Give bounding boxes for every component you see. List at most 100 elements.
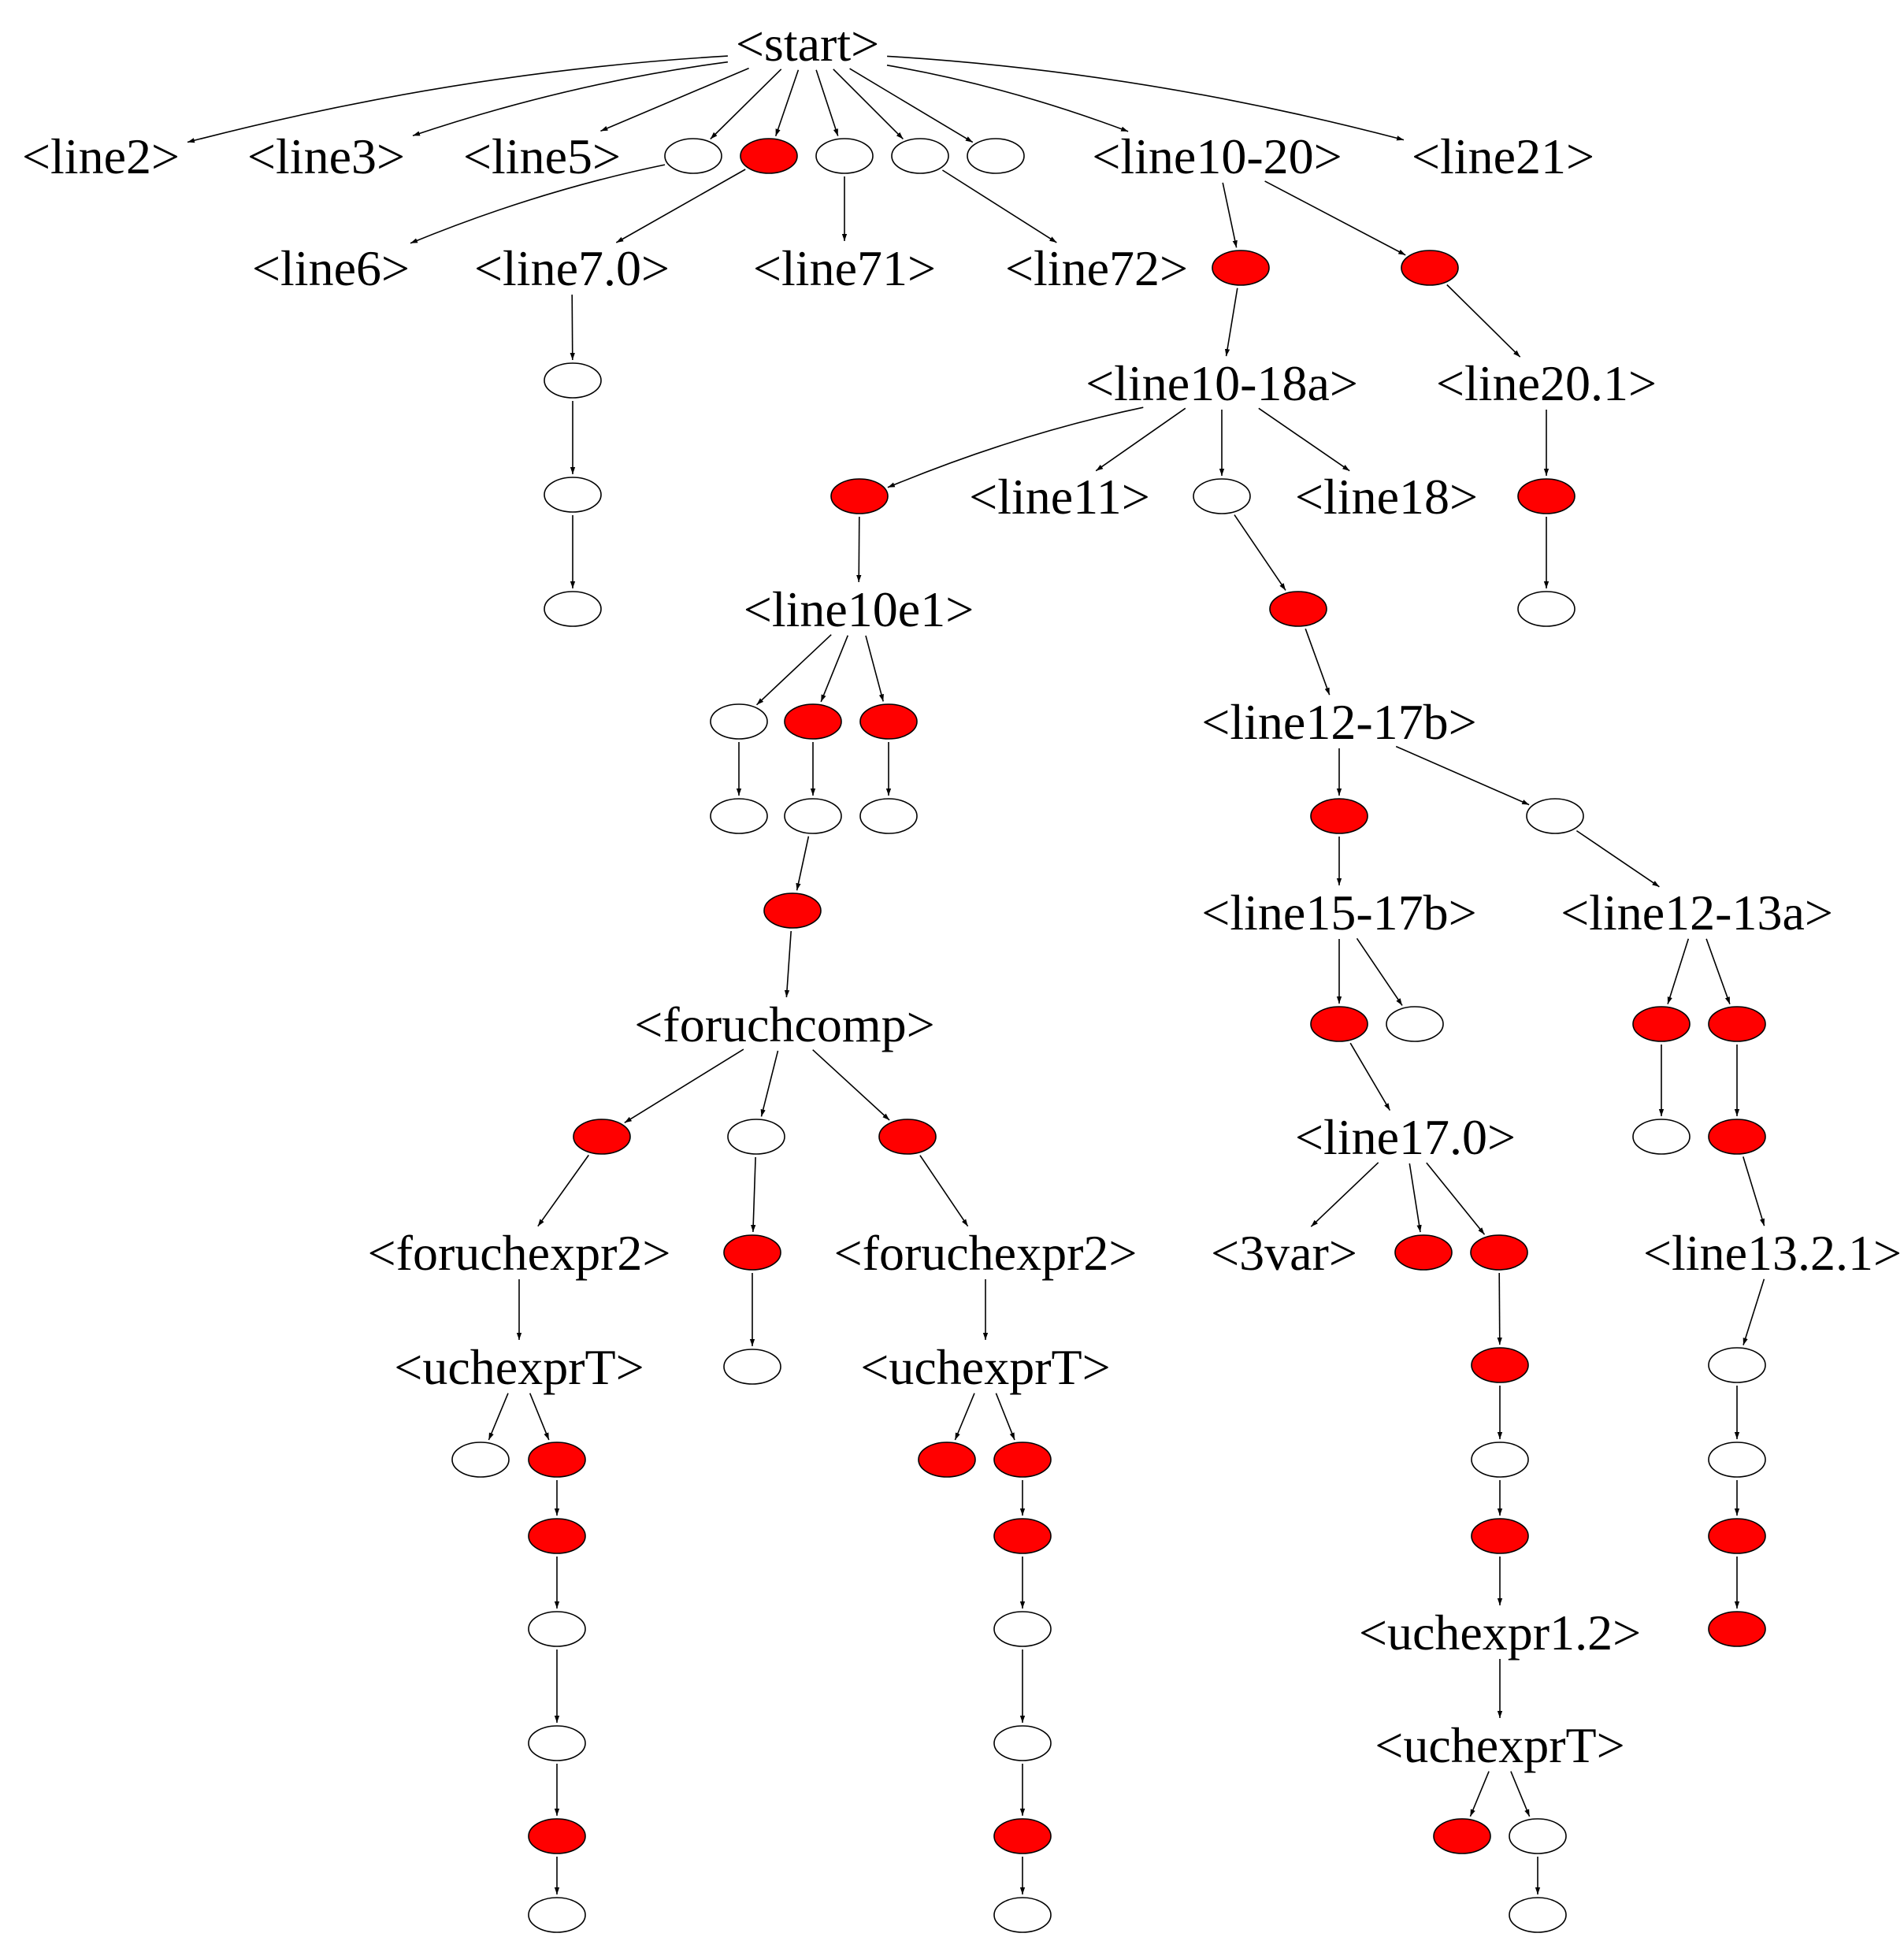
- filled-node-r8: [859, 703, 918, 740]
- filled-node-r30: [528, 1818, 586, 1854]
- edge-foruchcomp-to-r16: [812, 1049, 890, 1121]
- filled-node-r29: [1433, 1818, 1491, 1854]
- filled-node-r20: [918, 1442, 976, 1478]
- filled-node-r21: [528, 1442, 586, 1478]
- edge-line10-18a-to-line11: [1095, 407, 1186, 472]
- empty-node-e5: [544, 362, 602, 399]
- node-label-uchexprtc: <uchexprT>: [1375, 1717, 1624, 1773]
- edge-foruchcomp-to-r15: [624, 1048, 744, 1123]
- filled-node-r11: [1310, 1006, 1368, 1042]
- edge-line12-13a-to-r12: [1667, 938, 1690, 1004]
- edges-layer: [187, 55, 1765, 1894]
- edge-line10e1-to-r8: [865, 635, 884, 702]
- edge-r2-to-line10-18a: [1224, 288, 1238, 357]
- filled-node-r10: [1310, 798, 1368, 834]
- filled-node-r27: [1708, 1518, 1766, 1554]
- edge-r14-to-line13.2.1: [1743, 1156, 1765, 1226]
- node-label-uchexpr1-2: <uchexpr1.2>: [1359, 1605, 1641, 1661]
- node-label-start: <start>: [736, 16, 879, 72]
- filled-node-r6: [1269, 591, 1327, 627]
- empty-node-e14: [1526, 798, 1584, 834]
- node-label-3var: <3var>: [1211, 1225, 1357, 1281]
- filled-node-r9: [763, 892, 822, 929]
- node-label-line10-20: <line10-20>: [1092, 128, 1342, 184]
- edge-start-to-line2: [187, 55, 728, 143]
- edge-r9-to-foruchcomp: [784, 930, 792, 998]
- nodes-layer: <start> <line2> <line3> <line5> <line10-20> <…: [22, 16, 1902, 1933]
- edge-line10-18a-to-line18: [1258, 407, 1350, 472]
- node-label-line18: <line18>: [1295, 469, 1478, 525]
- edge-line15-17b-to-e15: [1356, 937, 1403, 1006]
- node-label-line17-0: <line17.0>: [1295, 1109, 1516, 1165]
- filled-node-r13: [1708, 1006, 1766, 1042]
- empty-node-e6: [544, 477, 602, 513]
- empty-node-e2: [815, 138, 874, 174]
- node-label-line5: <line5>: [463, 128, 621, 184]
- edge-e17-to-r17: [751, 1156, 756, 1233]
- node-label-line10e1: <line10e1>: [744, 581, 974, 637]
- edge-uchexprTb-to-r20: [954, 1393, 975, 1441]
- edge-r19-to-r23: [1497, 1272, 1502, 1345]
- node-label-line12-13a: <line12-13a>: [1561, 885, 1833, 941]
- filled-node-r17: [723, 1234, 781, 1271]
- empty-node-e29: [1509, 1818, 1567, 1854]
- empty-node-e20: [723, 1349, 781, 1385]
- filled-node-r14: [1708, 1119, 1766, 1155]
- node-label-line3: <line3>: [247, 128, 405, 184]
- node-label-line2: <line2>: [22, 128, 180, 184]
- filled-node-r1: [740, 138, 798, 174]
- empty-node-e30: [1509, 1897, 1567, 1933]
- edge-r6-to-line12-17b: [1305, 628, 1331, 696]
- edge-uchexprTa-to-r21: [529, 1393, 550, 1441]
- edge-line13.2.1-to-e19: [1743, 1278, 1765, 1345]
- empty-node-e4: [967, 138, 1025, 174]
- filled-node-r28: [1708, 1611, 1766, 1647]
- filled-node-r4: [830, 478, 889, 514]
- edge-start-to-line5: [600, 67, 749, 132]
- edge-uchexprTb-to-r22: [995, 1393, 1015, 1441]
- edge-line17.0-to-3var: [1310, 1162, 1379, 1227]
- filled-node-r22: [993, 1442, 1052, 1478]
- node-label-line6: <line6>: [252, 240, 410, 296]
- edge-r3-to-line20.1: [1446, 284, 1521, 358]
- empty-node-e17: [727, 1119, 785, 1155]
- edge-line10-18a-to-r4: [887, 406, 1144, 488]
- empty-node-e16: [1632, 1119, 1691, 1155]
- filled-node-r12: [1632, 1006, 1691, 1042]
- empty-node-e25: [528, 1725, 586, 1761]
- filled-node-r7: [784, 703, 842, 740]
- node-label-line21: <line21>: [1412, 128, 1594, 184]
- node-label-foruchexpr2b: <foruchexpr2>: [834, 1225, 1138, 1281]
- node-label-line71: <line71>: [753, 240, 936, 296]
- empty-node-e19: [1708, 1347, 1766, 1383]
- node-label-line15-17b: <line15-17b>: [1201, 885, 1476, 941]
- filled-node-r31: [993, 1818, 1052, 1854]
- empty-node-e15: [1386, 1006, 1444, 1042]
- empty-node-e1: [664, 138, 722, 174]
- empty-node-e28: [993, 1897, 1052, 1933]
- node-label-foruchcomp: <foruchcomp>: [634, 996, 934, 1052]
- filled-node-r15: [573, 1119, 631, 1155]
- edge-line10-20-to-r3: [1264, 180, 1406, 256]
- node-label-uchexprta: <uchexprT>: [394, 1339, 644, 1395]
- edge-line17.0-to-r19: [1426, 1162, 1486, 1235]
- empty-node-e9: [1517, 591, 1576, 627]
- edge-line17.0-to-r18: [1409, 1163, 1422, 1233]
- edge-uchexprTa-to-e18: [488, 1393, 509, 1441]
- empty-node-e3: [891, 138, 949, 174]
- node-label-foruchexpr2a: <foruchexpr2>: [368, 1225, 671, 1281]
- empty-node-e10: [710, 703, 768, 740]
- edge-line12-13a-to-r13: [1705, 938, 1731, 1004]
- filled-node-r2: [1212, 250, 1270, 286]
- empty-node-e22: [993, 1611, 1052, 1647]
- empty-node-e26: [993, 1725, 1052, 1761]
- filled-node-r3: [1401, 250, 1459, 286]
- edge-line10e1-to-e10: [755, 634, 832, 706]
- empty-node-e18: [451, 1442, 510, 1478]
- empty-node-e7: [544, 591, 602, 627]
- empty-node-e12: [784, 798, 842, 834]
- edge-line10-20-to-r2: [1222, 182, 1238, 248]
- filled-node-r26: [1471, 1518, 1529, 1554]
- edge-start-to-line10-20: [886, 65, 1129, 132]
